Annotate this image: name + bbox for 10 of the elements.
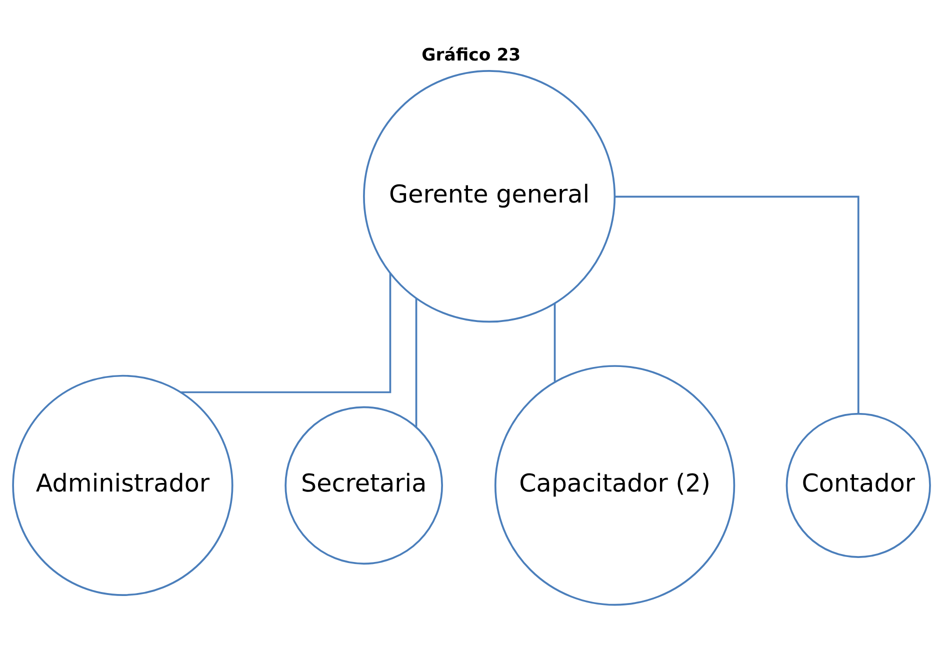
connector (554, 302, 556, 381)
connector (180, 272, 392, 393)
node-circle: Gerente general (363, 70, 616, 322)
connector (614, 195, 860, 414)
node-circle: Administrador (12, 374, 234, 596)
node-circle: Contador (786, 412, 931, 558)
node-circle: Secretaria (284, 406, 443, 564)
diagram-title: Gráfico 23 (422, 44, 521, 65)
connector (415, 298, 418, 426)
node-circle: Capacitador (2) (494, 364, 736, 606)
